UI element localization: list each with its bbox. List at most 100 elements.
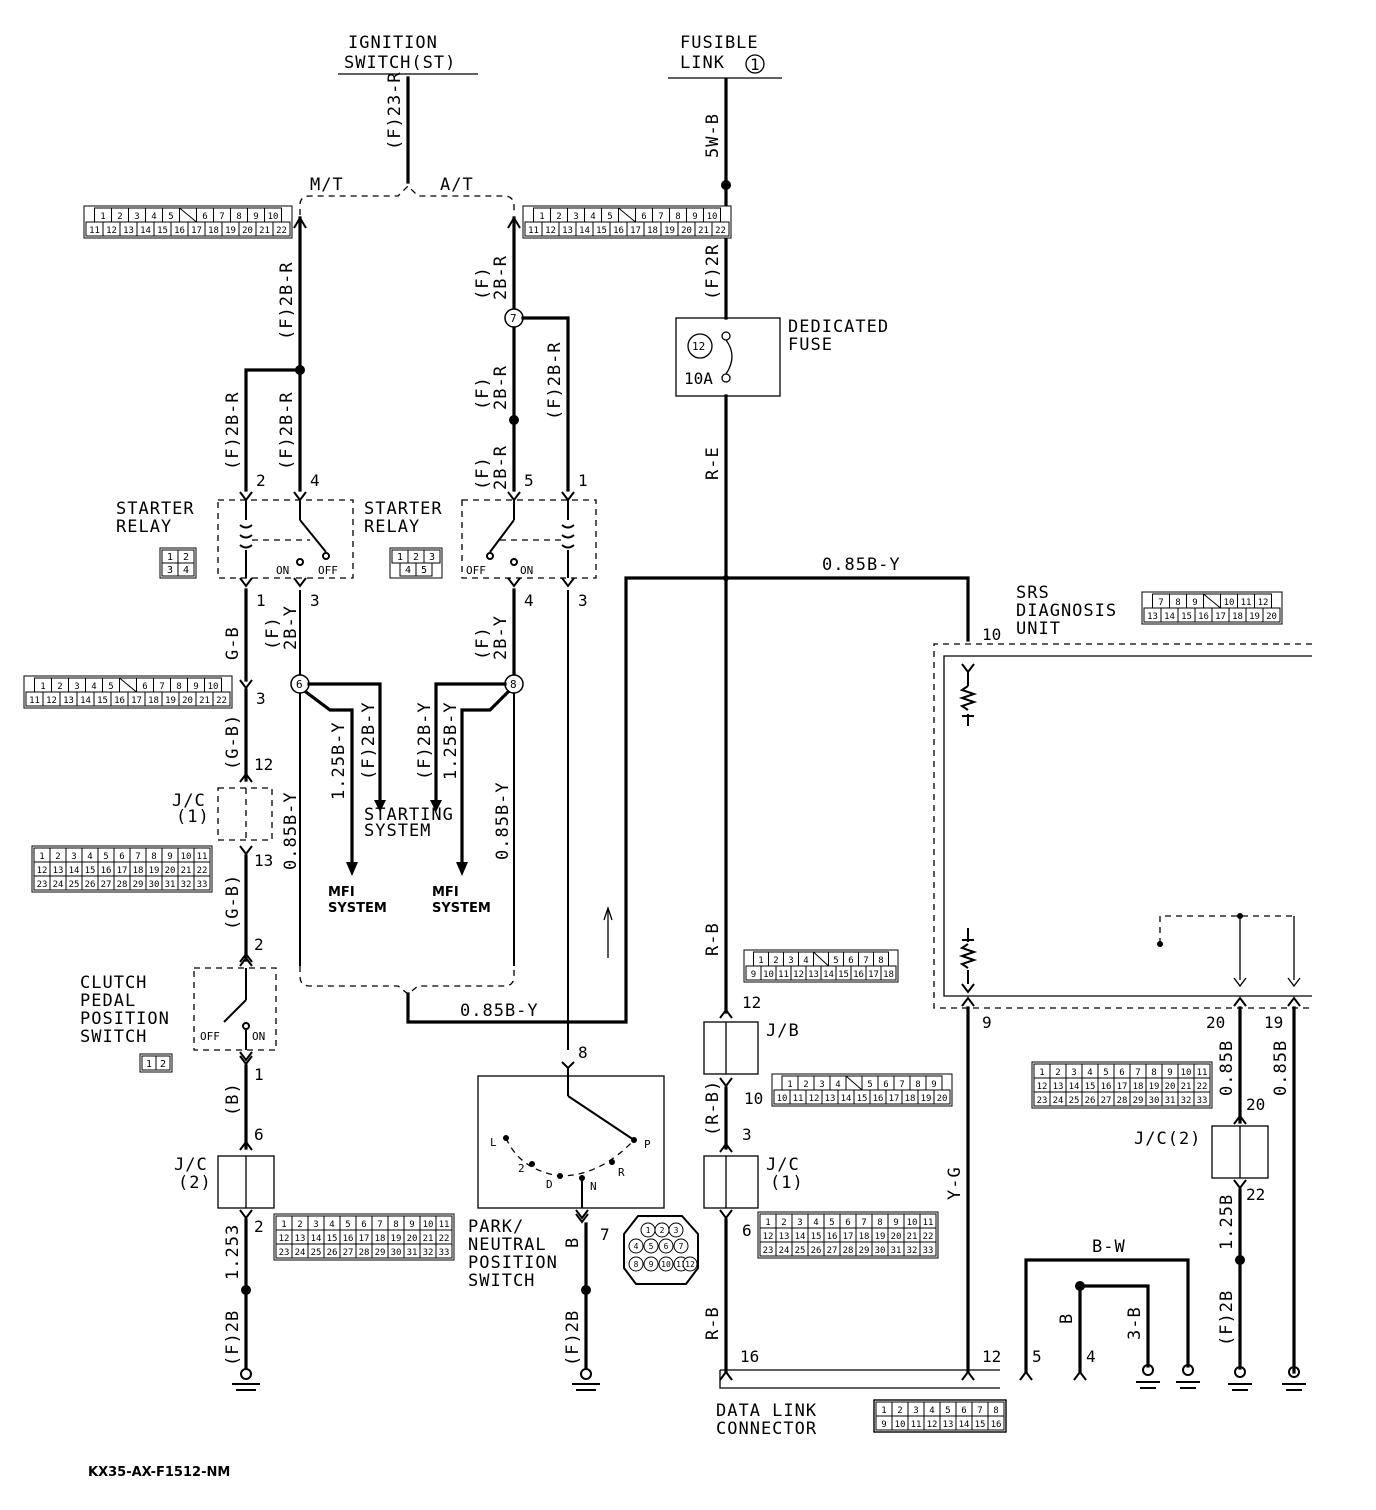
jc2-left: J/C (2) (174, 1155, 275, 1209)
connector-pin-number: 30 (1149, 1096, 1160, 1106)
connector-pin-number: 13 (1147, 612, 1158, 622)
connector-pin-number: 13 (53, 866, 64, 876)
pin-2-b: 2 (254, 935, 264, 954)
connector-pin-number: 13 (1053, 1082, 1064, 1092)
relay-label-1b: RELAY (116, 517, 172, 537)
connector-pin-number: 30 (391, 1248, 402, 1258)
connector-pin-number: 11 (89, 226, 100, 236)
connector-blank-mark (618, 207, 636, 223)
clutch-label-3: POSITION (80, 1009, 170, 1029)
connector-pin-number: 16 (1198, 612, 1209, 622)
connector-blank-mark (179, 207, 197, 223)
pn-pin (682, 1256, 698, 1272)
connector-pin-number: 2 (160, 1059, 166, 1070)
pn-pin-number: 12 (685, 1260, 695, 1269)
connector-pin-number: 23 (279, 1248, 290, 1258)
connector-pin-number: 8 (993, 1406, 998, 1416)
connector-pin-number: 13 (295, 1234, 306, 1244)
connector-cell (919, 1241, 937, 1257)
connector-pin-number: 15 (97, 696, 108, 706)
pn-pin-number: 5 (649, 1242, 654, 1251)
wire-2br-c: 2B-R (491, 445, 511, 490)
connector-pin-number: 12 (106, 226, 117, 236)
connector-pin-number: 11 (793, 1094, 804, 1104)
connector-pin-number: 10 (1224, 598, 1235, 608)
connector-pin-number: 25 (311, 1248, 322, 1258)
connector-pin-number: 25 (795, 1246, 806, 1256)
connector-pin-number: 17 (1215, 612, 1226, 622)
connector-pin-number: 2 (55, 852, 60, 862)
connector-pin-number: 30 (149, 880, 160, 890)
connector-pin-number: 3 (1071, 1068, 1076, 1078)
connector-pin-number: 5 (833, 956, 838, 966)
connector-pin-number: 18 (133, 866, 144, 876)
connector-pin-number: 16 (853, 970, 864, 980)
pin-10-a: 10 (744, 1089, 763, 1108)
connector-pin-number: 17 (1117, 1082, 1128, 1092)
jc2-right: J/C(2) (1134, 1125, 1269, 1179)
connector-pin-number: 23 (1037, 1096, 1048, 1106)
connector-pin-number: 1 (281, 1220, 286, 1230)
wire-yg: Y-G (945, 1166, 965, 1200)
connector-pin-number: 1 (100, 212, 105, 222)
connector-pin-number: 1 (39, 852, 44, 862)
connector-pin-number: 8 (151, 852, 156, 862)
connector-pin-number: 4 (91, 682, 96, 692)
connector-pin-number: 21 (423, 1234, 434, 1244)
connector-pin-number: 6 (361, 1220, 366, 1230)
connector-pin-number: 6 (848, 956, 853, 966)
connector-pin-number: 24 (779, 1246, 790, 1256)
connector-pin-number: 8 (915, 1080, 920, 1090)
node-6: 6 (296, 678, 303, 691)
pin-13-a: 13 (254, 851, 273, 870)
wire-125by-1: 1.25B-Y (329, 721, 349, 800)
connector-pin-number: 1 (397, 552, 403, 563)
relay-on-1: ON (276, 564, 289, 577)
connector-pin-number: 19 (1249, 612, 1260, 622)
connector-pin-number: 1 (167, 552, 173, 563)
connector-pin-number: 21 (181, 866, 192, 876)
pin-22: 22 (1246, 1185, 1265, 1204)
pin-6-b: 6 (742, 1221, 752, 1240)
relay-on-2: ON (520, 564, 533, 577)
connector-pin-number: 3 (788, 956, 793, 966)
pn-pin (658, 1238, 674, 1254)
pn-pin-number: 2 (660, 1226, 665, 1235)
connector-pin-number: 7 (1135, 1068, 1140, 1078)
connector-pin-number: 22 (923, 1232, 934, 1242)
connector-pin-number: 10 (763, 970, 774, 980)
jc1-label-b: (1) (176, 807, 210, 827)
wire-085by-jc: 0.85B-Y (281, 791, 301, 870)
connector-pin-number: 12 (1258, 598, 1269, 608)
connector-pin-number: 12 (545, 226, 556, 236)
connector-pin-number: 4 (929, 1406, 934, 1416)
pin-5-a: 5 (524, 471, 534, 490)
connector-pin-number: 11 (439, 1220, 450, 1230)
fuse-label-2: FUSE (788, 335, 833, 355)
wire-rb-paren: (R-B) (703, 1080, 723, 1136)
node-7: 7 (510, 312, 517, 325)
connector-pin-number: 1 (758, 956, 763, 966)
pn-pin-number: 4 (634, 1242, 639, 1251)
connector-pin-number: 17 (359, 1234, 370, 1244)
connector-pin-number: 15 (596, 226, 607, 236)
connector-pin-number: 2 (117, 212, 122, 222)
connector-pin-number: 9 (881, 1420, 886, 1430)
ground-symbol-3 (1136, 1364, 1160, 1389)
connector-pin-number: 21 (907, 1232, 918, 1242)
connector-pin-number: 8 (393, 1220, 398, 1230)
connector-pin-number: 19 (149, 866, 160, 876)
connector-pin-number: 14 (579, 226, 590, 236)
connector-pin-number: 14 (1069, 1082, 1080, 1092)
connector-pin-number: 1 (539, 212, 544, 222)
connector-pin-number: 17 (630, 226, 641, 236)
connector-pin-number: 1 (146, 1059, 152, 1070)
ignition-switch-source: IGNITION SWITCH(ST) (338, 33, 478, 75)
connector-pin-number: 16 (343, 1234, 354, 1244)
connector-cell (415, 562, 433, 577)
